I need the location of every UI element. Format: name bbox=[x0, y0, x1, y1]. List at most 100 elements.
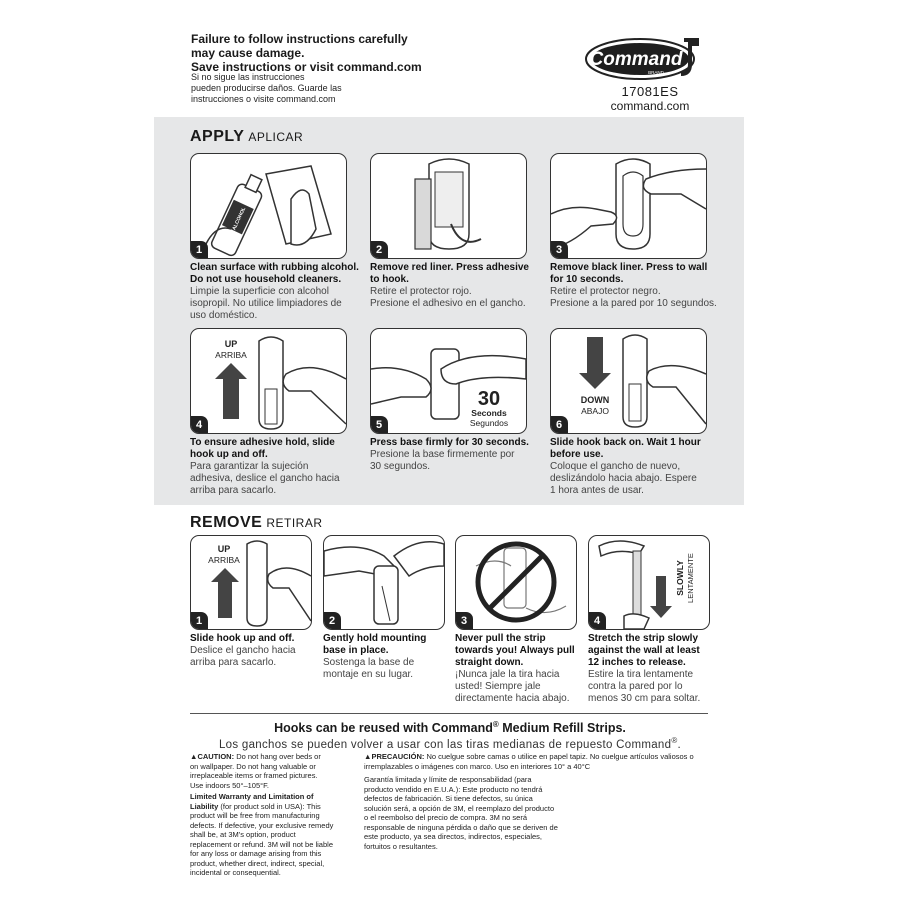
caption-es: deslizándolo hacia abajo. Espere bbox=[550, 473, 697, 484]
caption-en: Do not use household cleaners. bbox=[190, 274, 342, 285]
apply-step-1-caption: Clean surface with rubbing alcohol. Do n… bbox=[190, 262, 360, 322]
step-number: 2 bbox=[324, 612, 341, 629]
warranty-text: product will be free from manufacturing bbox=[190, 811, 320, 820]
apply-step-6-panel: DOWN ABAJO 6 bbox=[550, 328, 707, 434]
precaucion-text: irremplazables o imágenes con marco. Uso… bbox=[364, 761, 591, 771]
warranty-line: Liability (for product sold in USA): Thi… bbox=[190, 802, 340, 812]
warning-line: Failure to follow instructions carefully bbox=[191, 32, 408, 46]
caption-en: for 10 seconds. bbox=[550, 274, 624, 285]
reuse-en-text: Hooks can be reused with Command bbox=[274, 721, 493, 736]
garantia-block: Garantía limitada y límite de responsabi… bbox=[364, 775, 604, 851]
caption-en: base in place. bbox=[323, 645, 389, 656]
caption-en: Slide hook back on. Wait 1 hour bbox=[550, 437, 701, 448]
warranty-title-text: Liability bbox=[190, 801, 219, 811]
apply-title-en: APPLY bbox=[190, 128, 245, 145]
apply-title-es: APLICAR bbox=[248, 130, 304, 144]
caption-es: isopropil. No utilice limpiadores de bbox=[190, 298, 342, 309]
caption-en: To ensure adhesive hold, slide bbox=[190, 437, 335, 448]
caption-en: Slide hook up and off. bbox=[190, 633, 295, 644]
lentamente-label: LENTAMENTE bbox=[686, 553, 695, 603]
reuse-en-text: Medium Refill Strips. bbox=[498, 721, 626, 736]
stretch-strip-illustration: SLOWLY LENTAMENTE bbox=[598, 540, 695, 629]
apply-step-3-panel: 3 bbox=[550, 153, 707, 259]
slide-hook-up-illustration: UP ARRIBA bbox=[215, 336, 346, 430]
thirty-label: 30 bbox=[478, 388, 500, 410]
registered-mark: ® bbox=[492, 720, 499, 729]
caption-en: Press base firmly for 30 seconds. bbox=[370, 437, 529, 448]
arriba-label: ARRIBA bbox=[215, 350, 247, 360]
warning-text-en: Failure to follow instructions carefully… bbox=[191, 32, 491, 74]
up-label: UP bbox=[225, 339, 238, 349]
caption-es: directamente hacia abajo. bbox=[455, 693, 570, 704]
precaucion-block: ▲PRECAUCIÓN: No cuelgue sobre camas o ut… bbox=[364, 752, 709, 771]
apply-step-1-panel: ALCOHOL 1 bbox=[190, 153, 347, 259]
caption-es: contra la pared por lo bbox=[588, 681, 683, 692]
caption-es: Retire el protector negro. bbox=[550, 286, 661, 297]
caption-es: Sostenga la base de bbox=[323, 657, 415, 668]
warning-triangle-icon: ▲ bbox=[190, 752, 198, 761]
alcohol-cleaning-illustration: ALCOHOL bbox=[205, 165, 332, 257]
caption-es: Presione la base firmemente por bbox=[370, 449, 515, 460]
caption-en: straight down. bbox=[455, 657, 524, 668]
caption-en: 12 inches to release. bbox=[588, 657, 686, 668]
caption-es: Presione el adhesivo en el gancho. bbox=[370, 298, 526, 309]
garantia-text: Garantía limitada y límite de responsabi… bbox=[364, 775, 532, 784]
step-number: 4 bbox=[191, 416, 208, 433]
step-number: 2 bbox=[371, 241, 388, 258]
step-number: 3 bbox=[456, 612, 473, 629]
caption-es: usted! Siempre jale bbox=[455, 681, 541, 692]
garantia-text: este producto, ya sea directos, indirect… bbox=[364, 832, 543, 841]
warranty-text: (for product sold in USA): This bbox=[218, 801, 321, 811]
caution-text: on wallpaper. Do not hang valuable or bbox=[190, 761, 316, 771]
registered-mark: ® bbox=[671, 736, 678, 745]
brand-sub: BRAND bbox=[648, 70, 665, 75]
slowly-label: SLOWLY bbox=[675, 560, 685, 596]
warning-line: Save instructions or visit command.com bbox=[191, 60, 422, 74]
garantia-text: responsable de ninguna pérdida o daño qu… bbox=[364, 822, 558, 832]
warning-line: pueden producirse daños. Guarde las bbox=[191, 83, 342, 93]
garantia-text: o el reembolso del precio de compra. 3M … bbox=[364, 813, 528, 822]
website: command.com bbox=[610, 99, 690, 113]
command-logo: Command BRAND bbox=[584, 34, 704, 84]
hold-base-illustration bbox=[324, 541, 444, 625]
apply-step-5-panel: 30 Seconds Segundos 5 bbox=[370, 328, 527, 434]
garantia-text: defectos de fabricación. Si tiene defect… bbox=[364, 794, 533, 803]
caption-es: Para garantizar la sujeción bbox=[190, 461, 309, 472]
caution-title: CAUTION: bbox=[197, 752, 235, 761]
reuse-note-es: Los ganchos se pueden volver a usar con … bbox=[190, 736, 710, 751]
caption-es: adhesiva, deslice el gancho hacia bbox=[190, 473, 340, 484]
caption-en: Clean surface with rubbing alcohol. bbox=[190, 262, 359, 273]
warranty-text: incidental or consequential. bbox=[190, 868, 281, 877]
remove-slide-up-illustration: UP ARRIBA bbox=[208, 540, 311, 627]
caption-es: arriba para sacarlo. bbox=[190, 485, 277, 496]
divider bbox=[190, 713, 708, 714]
up-label: UP bbox=[218, 544, 231, 554]
step-number: 3 bbox=[551, 241, 568, 258]
caution-line: ▲CAUTION: Do not hang over beds or bbox=[190, 752, 340, 762]
apply-step-4-caption: To ensure adhesive hold, slide hook up a… bbox=[190, 437, 360, 497]
remove-step-4-caption: Stretch the strip slowly against the wal… bbox=[588, 633, 718, 705]
caption-es: Deslice el gancho hacia bbox=[190, 645, 296, 656]
step-number: 4 bbox=[589, 612, 606, 629]
caution-text: irreplaceable items or framed pictures. bbox=[190, 771, 318, 780]
apply-step-4-panel: UP ARRIBA 4 bbox=[190, 328, 347, 434]
warning-text-es: Si no sigue las instrucciones pueden pro… bbox=[191, 72, 421, 105]
remove-step-4-panel: SLOWLY LENTAMENTE 4 bbox=[588, 535, 710, 630]
red-liner-illustration bbox=[414, 158, 482, 250]
remove-step-1-caption: Slide hook up and off. Deslice el gancho… bbox=[190, 633, 320, 669]
warning-line: Si no sigue las instrucciones bbox=[191, 72, 305, 82]
caption-es: Retire el protector rojo. bbox=[370, 286, 472, 297]
apply-step-2-caption: Remove red liner. Press adhesive to hook… bbox=[370, 262, 540, 310]
caption-es: menos 30 cm para soltar. bbox=[588, 693, 701, 704]
caption-es: 1 hora antes de usar. bbox=[550, 485, 644, 496]
caption-es: Limpie la superficie con alcohol bbox=[190, 286, 329, 297]
remove-step-3-caption: Never pull the strip towards you! Always… bbox=[455, 633, 585, 705]
reuse-es-text: . bbox=[677, 738, 682, 751]
caption-es: Coloque el gancho de nuevo, bbox=[550, 461, 681, 472]
do-not-pull-illustration bbox=[475, 541, 567, 623]
caution-text: Do not hang over beds or bbox=[234, 752, 321, 761]
caption-es: 30 segundos. bbox=[370, 461, 431, 472]
step-number: 6 bbox=[551, 416, 568, 433]
